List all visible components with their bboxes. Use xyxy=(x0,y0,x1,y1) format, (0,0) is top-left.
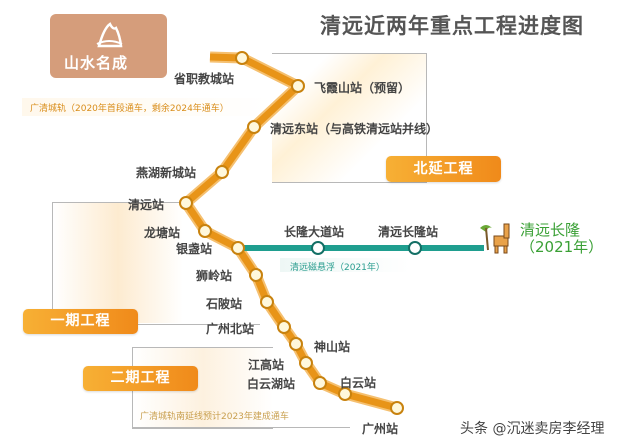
phase2-frame-bottom xyxy=(132,427,350,428)
station-label: 神山站 xyxy=(314,340,351,354)
phase2-badge: 二期工程 xyxy=(83,366,198,391)
station-label: 广州北站 xyxy=(206,322,255,336)
station-label: 银盏站 xyxy=(176,242,213,256)
station-label: 燕湖新城站 xyxy=(136,166,197,180)
changlong-year: （2021年） xyxy=(520,238,604,256)
station-label: 飞霞山站（预留） xyxy=(314,81,411,95)
phase1-badge: 一期工程 xyxy=(23,309,138,334)
phase1-frame xyxy=(52,202,183,323)
station-label: 白云湖站 xyxy=(247,377,296,391)
station-label: 白云站 xyxy=(340,376,377,390)
station-label: 广州站 xyxy=(362,422,399,436)
phase2-note: 广清城轨南延线预计2023年建成通车 xyxy=(140,412,289,422)
changlong-name: 清远长隆 xyxy=(520,221,581,239)
page-title: 清远近两年重点工程进度图 xyxy=(320,14,584,38)
maglev-note: 清远磁悬浮（2021年） xyxy=(290,263,385,273)
station-label: 龙塘站 xyxy=(144,226,181,240)
station-label: 省职教城站 xyxy=(174,72,235,86)
phase-north-badge: 北延工程 xyxy=(386,156,501,182)
maglev-station-label: 清远长隆站 xyxy=(378,225,439,239)
station-label: 清远站 xyxy=(128,198,165,212)
logo: 山水名成 xyxy=(50,14,167,78)
station-label: 清远东站（与高铁清远站并线） xyxy=(270,122,439,136)
maglev-station-label: 长隆大道站 xyxy=(284,225,345,239)
watermark: 头条 @沉迷卖房李经理 xyxy=(460,421,605,437)
maglev-note-box xyxy=(280,258,410,272)
station-label: 狮岭站 xyxy=(196,269,233,283)
station-label: 石陂站 xyxy=(206,297,243,311)
phase1-frame-bottom xyxy=(100,324,260,325)
station-label: 江高站 xyxy=(248,358,285,372)
changlong-destination: 清远长隆 （2021年） xyxy=(520,222,603,256)
giraffe-palm-icon xyxy=(480,223,510,254)
line-note: 广清城轨（2020年首段通车，剩余2024年通车） xyxy=(30,104,229,114)
line-note-box xyxy=(22,98,272,116)
mountain-logo-icon xyxy=(96,22,123,48)
logo-text: 山水名成 xyxy=(64,54,129,72)
